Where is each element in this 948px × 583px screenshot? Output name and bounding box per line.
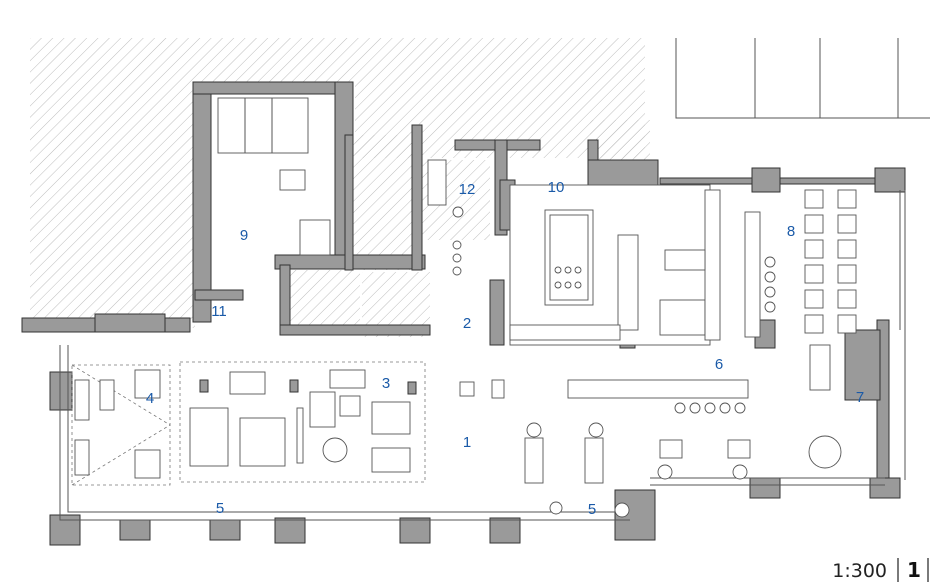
kitchen: [509, 184, 721, 346]
room-number-label: 2: [463, 315, 471, 332]
room-number-label: 4: [146, 390, 154, 407]
room-labels: 1 2 3 4 5 5 6 7 8 9 10 11 12: [146, 179, 864, 518]
scale-label: 1:300: [832, 560, 887, 582]
seating-room-8: [804, 189, 857, 391]
dining-tables-room-1: [459, 379, 842, 518]
restrooms-room-9: [217, 97, 331, 256]
perimeter-lines: [59, 38, 930, 521]
bar: [567, 211, 776, 414]
lounge-room-3: [179, 361, 426, 483]
walls: [21, 81, 906, 546]
room-number-label: 6: [715, 356, 723, 373]
room-number-label: 5: [588, 501, 596, 518]
room-number-label: 8: [787, 223, 795, 240]
sheet-number: 1: [907, 558, 921, 582]
room-number-label: 12: [459, 181, 476, 198]
dining-room-4: [71, 364, 171, 486]
title-block: 1:300 1: [832, 558, 929, 582]
room-number-label: 5: [216, 500, 224, 517]
room-number-label: 10: [548, 179, 565, 196]
room-number-label: 1: [463, 434, 471, 451]
room-number-label: 11: [211, 303, 227, 320]
room-number-label: 7: [856, 389, 864, 406]
stairs-room-12: [427, 159, 464, 276]
room-number-label: 9: [240, 227, 248, 244]
room-number-label: 3: [382, 375, 390, 392]
